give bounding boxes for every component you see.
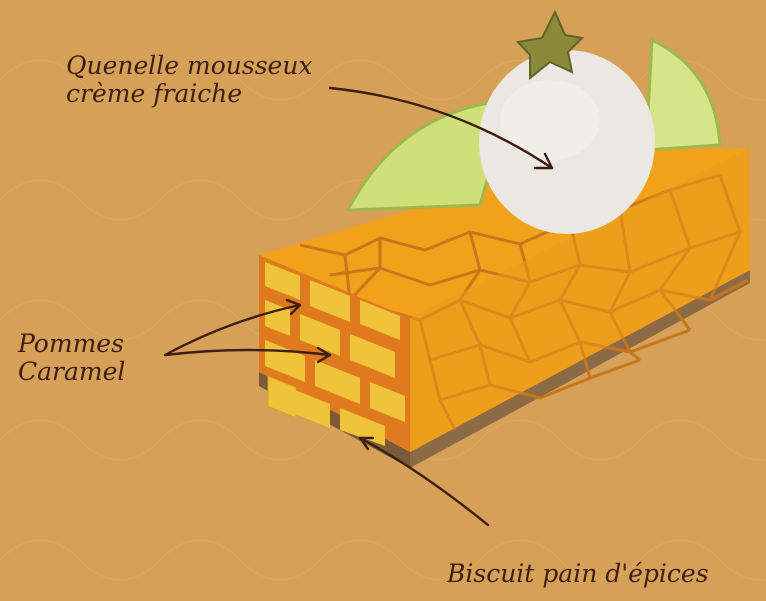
label-quenelle: Quenelle mousseux crème fraiche xyxy=(66,52,313,108)
label-quenelle-line2: crème fraiche xyxy=(66,80,313,108)
label-pommes-line2: Caramel xyxy=(18,358,125,386)
apple-slice-right xyxy=(646,40,720,150)
label-pommes: Pommes Caramel xyxy=(18,330,125,386)
cream-quenelle xyxy=(479,50,655,234)
label-biscuit-line1: Biscuit pain d'épices xyxy=(447,560,709,588)
label-pommes-line1: Pommes xyxy=(18,330,125,358)
label-quenelle-line1: Quenelle mousseux xyxy=(66,52,313,80)
label-biscuit: Biscuit pain d'épices xyxy=(447,560,709,588)
